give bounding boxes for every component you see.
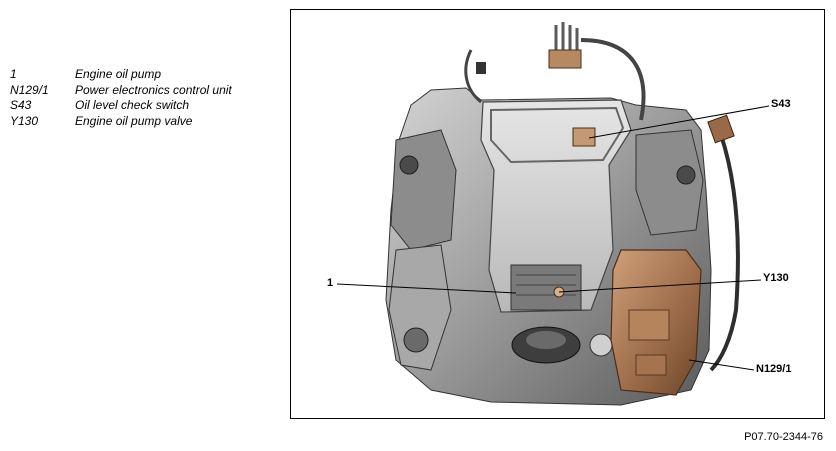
- top-connector: [548, 49, 582, 69]
- legend-row: Y130 Engine oil pump valve: [10, 114, 232, 130]
- oil-pan: [480, 99, 632, 313]
- legend-code: 1: [10, 67, 17, 81]
- right-hose: [709, 134, 740, 372]
- figure-id: P07.70-2344-76: [744, 431, 823, 443]
- left-port: [399, 155, 419, 175]
- oil-pan-rim: [490, 106, 625, 164]
- right-hose-connector: [707, 114, 735, 144]
- leader-line-1: [336, 283, 517, 294]
- right-cylinder-head: [635, 129, 704, 236]
- leader-line-s43: [588, 105, 770, 139]
- legend-code: S43: [10, 98, 32, 112]
- callout-y130: Y130: [763, 272, 789, 284]
- callout-n129: N129/1: [756, 363, 792, 375]
- leader-line-y130: [558, 279, 762, 293]
- bottom-fitting: [589, 333, 613, 357]
- oil-pump: [510, 264, 582, 311]
- legend-code: Y130: [10, 113, 39, 128]
- legend-row: N129/1 Power electronics control unit: [10, 83, 232, 99]
- legend-code: N129/1: [10, 82, 49, 97]
- legend: 1 Engine oil pump N129/1 Power electroni…: [10, 67, 232, 129]
- legend-row: S43 Oil level check switch: [10, 98, 232, 114]
- callout-1: 1: [327, 277, 334, 289]
- top-cable-loop: [580, 38, 646, 121]
- leader-line-n129: [688, 359, 755, 371]
- right-port: [676, 165, 696, 185]
- left-cable: [464, 49, 482, 104]
- legend-label: Oil level check switch: [75, 98, 190, 112]
- legend-label: Engine oil pump valve: [75, 113, 193, 128]
- engine-figure: S43 Y130 1 N129/1: [290, 9, 825, 419]
- left-cylinder-head: [390, 129, 457, 251]
- legend-label: Power electronics control unit: [75, 82, 232, 97]
- top-cable-bundle: [554, 22, 579, 50]
- legend-label: Engine oil pump: [75, 67, 162, 81]
- legend-row: 1 Engine oil pump: [10, 67, 232, 83]
- oil-level-switch: [572, 127, 596, 147]
- callout-s43: S43: [771, 98, 791, 110]
- engine-illustration: [336, 22, 770, 406]
